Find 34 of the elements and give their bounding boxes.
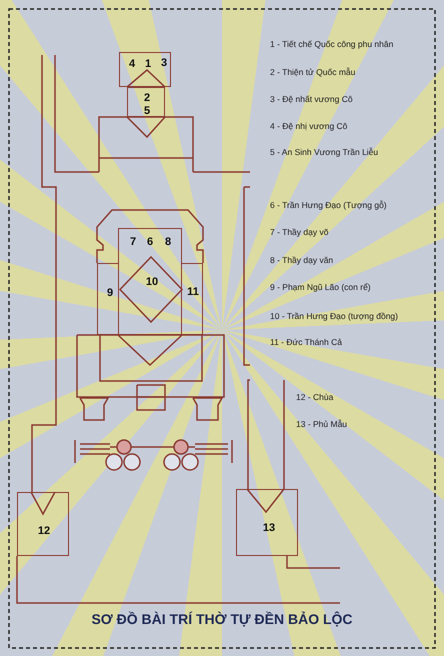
callout-number: 12	[38, 525, 50, 537]
key-entry: 1 - Tiết chế Quốc công phu nhân	[270, 39, 394, 49]
callout-number: 3	[160, 57, 168, 69]
key-entry: 3 - Đệ nhất vương Cô	[270, 94, 353, 104]
shrine-box	[119, 52, 171, 87]
callout-number: 13	[262, 522, 276, 534]
key-entry: 5 - An Sinh Vương Trần Liễu	[270, 147, 378, 157]
key-entry: 2 - Thiện tử Quốc mẫu	[270, 67, 356, 77]
callout-number: 6	[146, 236, 154, 248]
hall-box	[118, 228, 182, 335]
building-box	[17, 492, 69, 556]
wing-box	[97, 263, 119, 335]
key-entry: 9 - Phạm Ngũ Lão (con rể)	[270, 282, 371, 292]
callout-number: 1	[144, 58, 152, 70]
callout-number: 11	[187, 286, 199, 298]
key-entry: 12 - Chùa	[296, 392, 334, 402]
callout-number: 5	[144, 105, 150, 117]
callout-number: 2	[144, 92, 150, 104]
building-box	[236, 489, 298, 556]
shrine-box	[127, 87, 165, 117]
wing-box	[181, 263, 203, 335]
key-entry: 11 - Đức Thánh Cả	[270, 337, 342, 347]
key-entry: 4 - Đệ nhị vương Cô	[270, 121, 348, 131]
key-entry: 10 - Trần Hưng Đạo (tượng đồng)	[270, 311, 398, 321]
key-entry: 6 - Trần Hưng Đạo (Tượng gỗ)	[270, 200, 387, 210]
key-entry: 7 - Thầy dạy võ	[270, 227, 328, 237]
key-entry: 13 - Phủ Mẫu	[296, 419, 348, 429]
plan-title: SƠ ĐỒ BÀI TRÍ THỜ TỰ ĐỀN BẢO LỘC	[90, 611, 354, 627]
callout-number: 9	[106, 287, 114, 299]
callout-number: 4	[128, 58, 136, 70]
key-entry: 8 - Thầy dạy văn	[270, 255, 334, 265]
callout-number: 8	[164, 236, 172, 248]
callout-number: 10	[146, 276, 158, 288]
callout-number: 7	[130, 236, 136, 248]
